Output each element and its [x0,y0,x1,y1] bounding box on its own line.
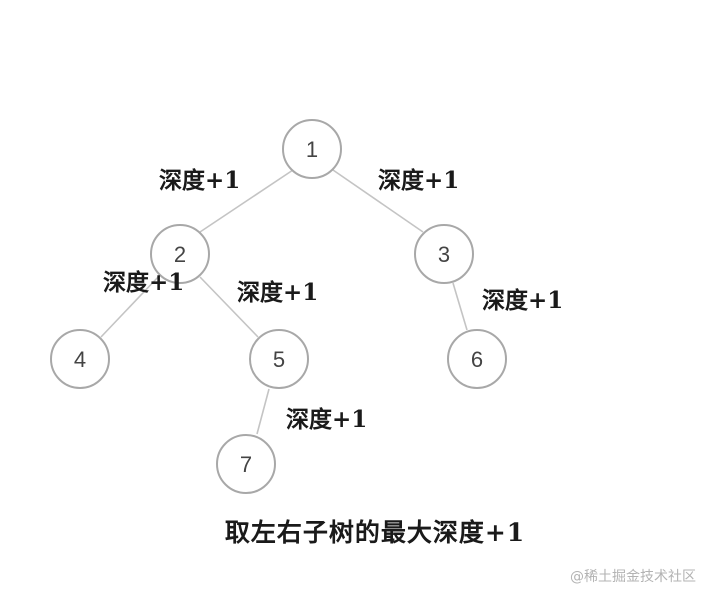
edge-2-4 [100,274,161,338]
watermark: @稀土掘金技术社区 [570,569,696,585]
edge-label-5-7: 深度+1 [286,406,367,433]
edge-5-7 [256,388,270,435]
edge-1-3 [332,169,424,233]
node-label: 6 [471,347,483,372]
tree-node-5: 5 [249,329,309,389]
edge-label-2-5: 深度+1 [237,279,318,306]
edge-label-1-2: 深度+1 [159,167,240,194]
tree-node-6: 6 [447,329,507,389]
node-label: 3 [438,242,450,267]
edge-label-2-4: 深度+1 [103,269,184,296]
edge-2-5 [199,276,259,338]
tree-node-2: 2 [150,224,210,284]
edge-3-6 [452,282,468,331]
node-label: 5 [273,347,285,372]
tree-node-3: 3 [414,224,474,284]
node-label: 7 [240,452,252,477]
edge-label-1-3: 深度+1 [378,167,459,194]
tree-node-7: 7 [216,434,276,494]
edge-1-2 [199,169,294,233]
tree-node-1: 1 [282,119,342,179]
node-label: 4 [74,347,86,372]
tree-node-4: 4 [50,329,110,389]
diagram-caption: 取左右子树的最大深度+1 [224,518,526,547]
node-label: 1 [306,137,318,162]
edge-label-3-6: 深度+1 [482,287,563,314]
node-label: 2 [174,242,186,267]
